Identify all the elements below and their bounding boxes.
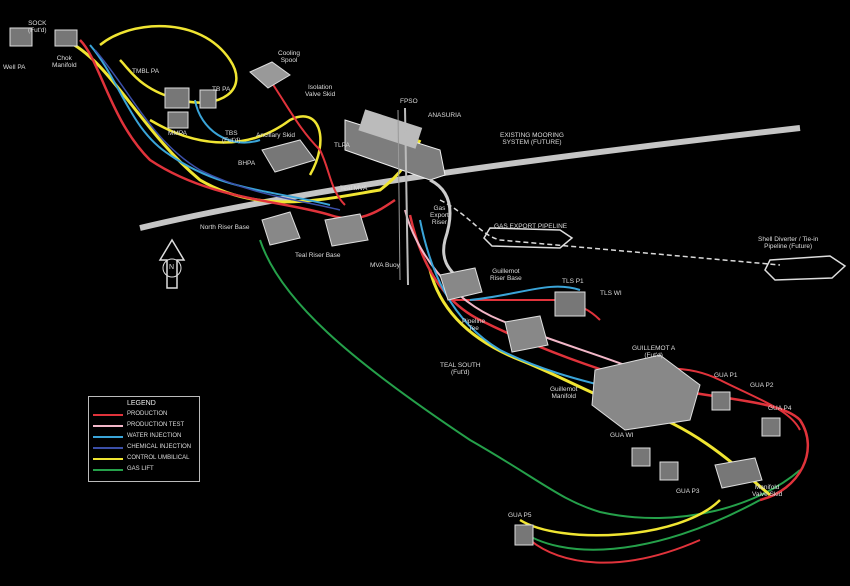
label-teal-south: TEAL SOUTH (Fut'd): [440, 362, 481, 376]
north-arrow-label: N: [169, 264, 175, 271]
gas-export-end: [483, 227, 574, 249]
label-tls-wi: TLS WI: [600, 290, 622, 297]
legend-label: GAS LIFT: [127, 466, 154, 472]
label-tbs: TBS (Fut'd): [222, 130, 241, 144]
label-gua-p4: GUA P4: [768, 405, 792, 412]
legend-swatch: [93, 425, 123, 427]
structure-pipeline-tee: [504, 315, 549, 353]
structure-gua-p4: [761, 417, 781, 437]
legend-label: CHEMICAL INJECTION: [127, 444, 192, 450]
umbilical-gua-p5: [519, 499, 721, 537]
label-gua-wi: GUA WI: [610, 432, 634, 439]
umbilical-guillemot: [428, 269, 771, 497]
legend-item: GAS LIFT: [93, 466, 199, 474]
label-shell-diverter: Shell Diverter / Tie-in Pipeline (Future…: [758, 236, 819, 250]
fpso-vessel: [344, 107, 446, 286]
structure-north-riser: [261, 211, 301, 246]
label-gas-export-riser: Gas Export Riser: [430, 205, 449, 226]
label-mooring: EXISTING MOORING SYSTEM (FUTURE): [500, 132, 564, 146]
water-injection-main: [89, 44, 331, 206]
structure-gua-p1: [711, 391, 731, 411]
structure-gua-p3: [659, 461, 679, 481]
legend-swatch: [93, 447, 123, 449]
label-fpso: FPSO: [400, 98, 418, 105]
structure-gua-wi: [631, 447, 651, 467]
north-arrow: [158, 238, 186, 289]
label-guillemot-a: GUILLEMOT A (Fut'd): [632, 345, 676, 359]
structure-tmbl: [164, 87, 190, 109]
umbilical-loop-1: [99, 24, 238, 104]
legend-item: CHEMICAL INJECTION: [93, 444, 199, 452]
legend-label: CONTROL UMBILICAL: [127, 455, 190, 461]
label-cooling-spool: Cooling Spool: [278, 50, 301, 64]
label-tlpa: TLPA: [334, 142, 350, 149]
structure-sock: [9, 27, 33, 47]
label-tb-pa: TB PA: [212, 86, 231, 93]
legend-item: WATER INJECTION: [93, 433, 199, 441]
label-tmbl-pa: TMBL PA: [132, 68, 160, 75]
production-cooling: [269, 79, 346, 206]
label-ancillary-skid: Ancillary Skid: [256, 132, 296, 139]
production-test-line: [404, 209, 661, 381]
label-gua-p5: GUA P5: [508, 512, 532, 519]
water-injection-2: [194, 99, 261, 144]
legend-item: PRODUCTION TEST: [93, 422, 199, 430]
legend-item: PRODUCTION: [93, 411, 199, 419]
legend: LEGEND PRODUCTION PRODUCTION TEST WATER …: [88, 396, 200, 482]
production-gua-p5: [529, 539, 701, 564]
label-teal-riser: Teal Riser Base: [295, 252, 341, 259]
label-guillemot-manifold: Guillemot Manifold: [550, 386, 578, 400]
production-guillemot: [408, 214, 810, 502]
structure-manifold-valve: [714, 457, 763, 489]
label-bhpa: BHPA: [238, 160, 256, 167]
structure-guillemot-riser: [439, 267, 483, 301]
label-tls-p1: TLS P1: [562, 278, 584, 285]
label-isolation-valve: Isolation Valve Skid: [305, 84, 336, 98]
legend-label: WATER INJECTION: [127, 433, 182, 439]
legend-title: LEGEND: [127, 400, 156, 407]
water-injection-tls: [469, 285, 581, 301]
label-north-riser: North Riser Base: [200, 224, 250, 231]
label-guillemot-riser: Guillemot Riser Base: [490, 268, 522, 282]
structure-mmpa: [167, 111, 189, 129]
shell-diverter: [764, 255, 847, 281]
legend-swatch: [93, 414, 123, 416]
chemical-injection-line: [94, 49, 341, 211]
legend-swatch: [93, 469, 123, 471]
legend-swatch: [93, 458, 123, 460]
structure-gua-p5: [514, 524, 534, 546]
gas-export-riser: [429, 178, 457, 277]
water-injection-guillemot: [419, 219, 601, 386]
structure-chok: [54, 29, 78, 47]
label-well-pa: Well PA: [3, 64, 26, 71]
legend-item: CONTROL UMBILICAL: [93, 455, 199, 463]
gas-export-pipeline: [439, 199, 781, 266]
label-sock: SOCK (Fut'd): [28, 20, 47, 34]
cooling-spool: [249, 61, 291, 89]
structure-guillemot-a: [591, 354, 701, 431]
legend-label: PRODUCTION TEST: [127, 422, 185, 428]
label-pipeline-tee: Pipeline Tee: [462, 318, 486, 332]
legend-label: PRODUCTION: [127, 411, 168, 417]
gas-lift-line: [259, 239, 801, 519]
label-gua-p1: GUA P1: [714, 372, 738, 379]
label-gas-export-pipeline: GAS EXPORT PIPELINE: [494, 223, 568, 230]
umbilical-loop-2: [149, 115, 322, 176]
gas-lift-line-2: [519, 499, 761, 551]
label-mmpa: MMPA: [168, 130, 188, 137]
structure-ancillary: [261, 139, 316, 173]
label-gua-p3: GUA P3: [676, 488, 700, 495]
label-teal-mva: Teal MVA: [340, 185, 368, 192]
label-manifold-valve: Manifold Valve Skid: [752, 484, 783, 498]
legend-swatch: [93, 436, 123, 438]
structure-teal-riser: [324, 213, 369, 247]
structure-tls: [554, 291, 586, 317]
label-gua-p2: GUA P2: [750, 382, 774, 389]
label-anasuria: ANASURIA: [428, 112, 462, 119]
label-mva-buoy: MVA Buoy: [370, 262, 400, 269]
structure-tbpa: [199, 89, 217, 109]
label-chok-manifold: Chok Manifold: [52, 55, 77, 69]
